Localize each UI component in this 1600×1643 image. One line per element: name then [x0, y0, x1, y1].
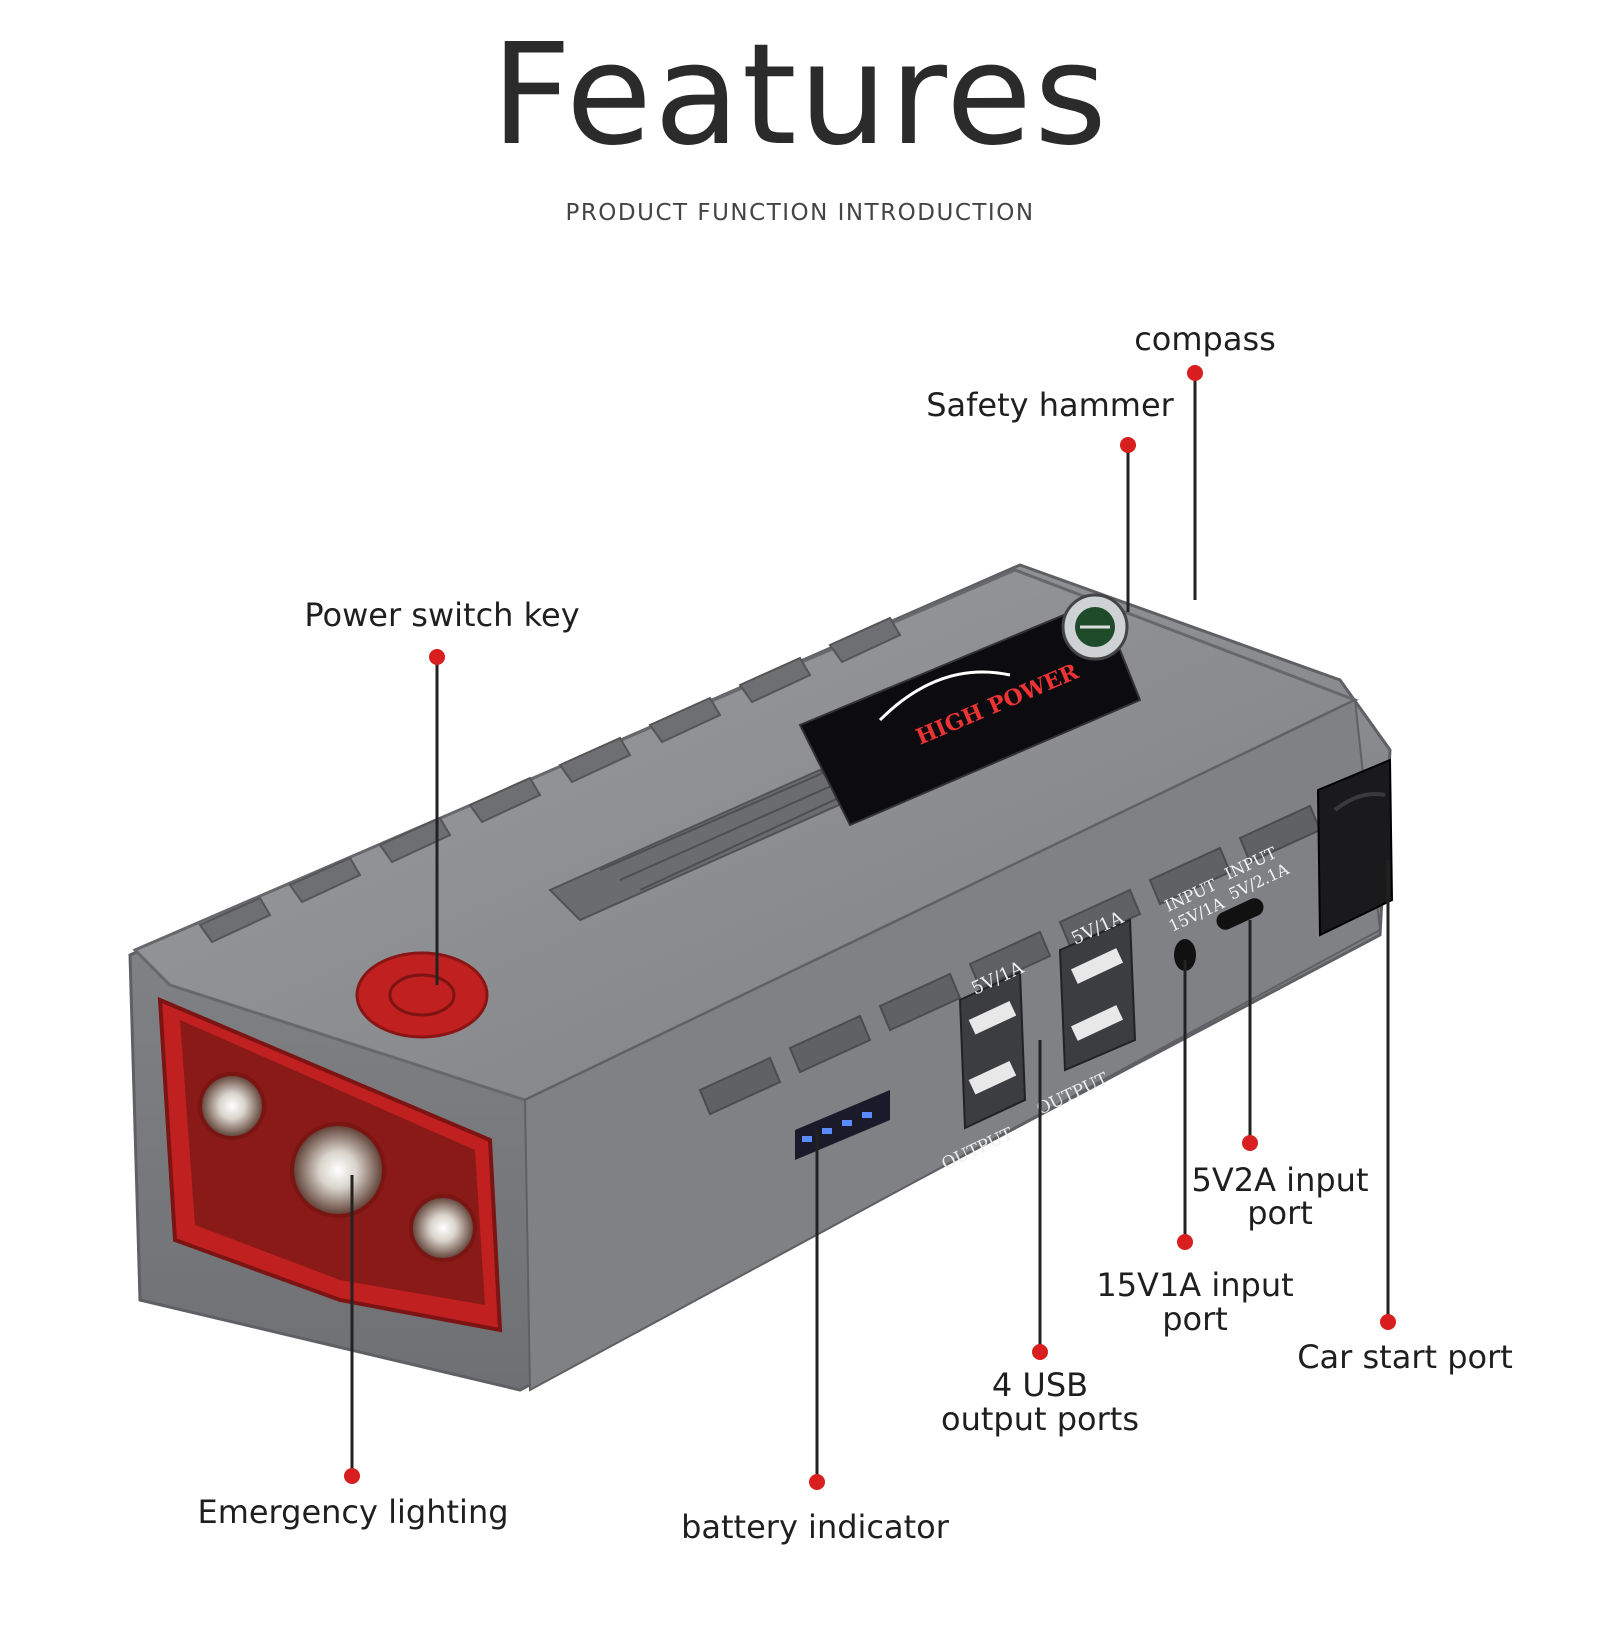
page-subtitle: PRODUCT FUNCTION INTRODUCTION — [565, 200, 1035, 226]
main-flashlight-icon — [290, 1122, 386, 1218]
car-start-port-cover — [1316, 758, 1394, 937]
compass-icon — [1061, 593, 1129, 661]
light-panel — [157, 996, 503, 1333]
front-ridges — [698, 804, 1322, 1116]
car-start-label: Car start port — [1297, 1338, 1513, 1376]
input-5v-label-line1: 5V2A input — [1191, 1161, 1369, 1199]
usb-output-label-line2: output ports — [941, 1400, 1139, 1438]
usb-output-callout-dot — [1032, 1344, 1048, 1360]
input-15v-label-line2: port — [1162, 1300, 1228, 1338]
vent-grille — [548, 768, 852, 922]
compass-label: compass — [1134, 320, 1276, 358]
power-button-icon — [355, 951, 489, 1039]
power-switch-label: Power switch key — [304, 596, 580, 634]
side-light-right-icon — [409, 1194, 477, 1262]
side-light-left-icon — [198, 1072, 266, 1140]
input-5v-label-line2: port — [1247, 1194, 1313, 1232]
display-screen: HIGH POWER — [798, 598, 1142, 827]
emergency-lighting-label: Emergency lighting — [197, 1493, 509, 1531]
battery-indicator-callout-dot — [809, 1474, 825, 1490]
page-title: Features — [491, 14, 1109, 177]
device-body: HIGH POWER — [128, 563, 1394, 1392]
input-5v-callout-dot — [1242, 1135, 1258, 1151]
callout-dots — [344, 365, 1396, 1490]
power-switch-callout-dot — [429, 649, 445, 665]
callout-lines — [350, 373, 1390, 1482]
car-start-callout-dot — [1380, 1314, 1396, 1330]
safety-hammer-label: Safety hammer — [926, 386, 1174, 424]
emergency-lighting-callout-dot — [344, 1468, 360, 1484]
input-15v-label-line1: 15V1A input — [1096, 1266, 1294, 1304]
compass-callout-dot — [1187, 365, 1203, 381]
battery-indicator-leds — [795, 1090, 890, 1160]
usb-output-label-line1: 4 USB — [991, 1366, 1089, 1404]
input-15v-callout-dot — [1177, 1234, 1193, 1250]
battery-indicator-label: battery indicator — [681, 1508, 949, 1546]
back-ridges — [198, 616, 902, 944]
safety-hammer-callout-dot — [1120, 437, 1136, 453]
